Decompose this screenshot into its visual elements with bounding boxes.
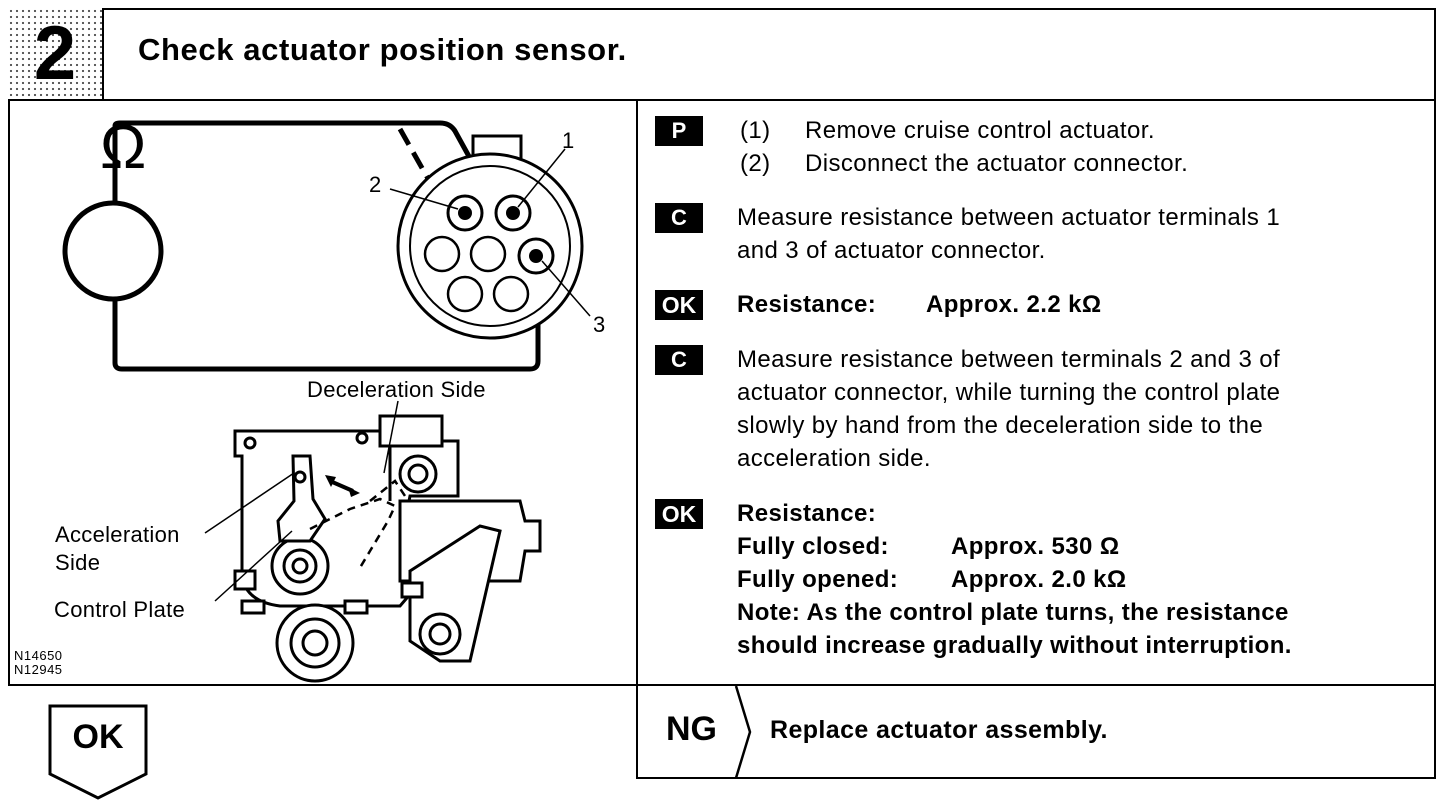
ng-label: NG <box>666 710 717 748</box>
ok-badge-label: OK <box>72 718 124 756</box>
step-index-2: (2) <box>740 150 771 177</box>
ok-2-resistance-label: Resistance: <box>737 500 877 527</box>
control-plate-label: Control Plate <box>54 597 186 622</box>
column-divider <box>636 99 638 779</box>
ok-2-fully-opened-label: Fully opened: <box>737 566 899 593</box>
ng-result-box <box>636 684 1436 779</box>
tag-check-1: C <box>655 203 703 233</box>
check-1-line-1: Measure resistance between actuator term… <box>737 204 1281 231</box>
check-2-line-2: actuator connector, while turning the co… <box>737 379 1281 406</box>
step-title: Check actuator position sensor. <box>138 32 627 67</box>
terminal-1-label: 1 <box>562 128 575 153</box>
test-lead-loop-return <box>112 257 541 372</box>
tag-ok-2: OK <box>655 499 703 529</box>
ok-1-resistance-value: Approx. 2.2 kΩ <box>926 291 1102 318</box>
tag-ok-1: OK <box>655 290 703 320</box>
actuator-diagram <box>62 120 591 683</box>
control-plate-dashed <box>309 497 397 572</box>
check-2-line-4: acceleration side. <box>737 445 931 472</box>
ok-2-fully-closed-value: Approx. 530 Ω <box>951 533 1120 560</box>
ok-2-note-line-2: should increase gradually without interr… <box>737 632 1292 659</box>
ng-action-text: Replace actuator assembly. <box>770 716 1108 744</box>
acceleration-label: Acceleration <box>55 522 180 547</box>
actuator-connector <box>396 134 584 340</box>
check-2-line-3: slowly by hand from the deceleration sid… <box>737 412 1264 439</box>
ohm-symbol: Ω <box>100 113 147 182</box>
step-index-1: (1) <box>740 117 771 144</box>
check-2-line-1: Measure resistance between terminals 2 a… <box>737 346 1281 373</box>
test-lead-loop <box>112 120 501 211</box>
deceleration-side-label: Deceleration Side <box>307 377 486 402</box>
check-1-line-2: and 3 of actuator connector. <box>737 237 1046 264</box>
acceleration-side-label: Side <box>55 550 101 575</box>
actuator-body <box>233 414 542 683</box>
ng-chevron-icon <box>734 686 752 778</box>
tag-preparation: P <box>655 116 703 146</box>
step-text-disconnect-connector: Disconnect the actuator connector. <box>805 150 1189 177</box>
tag-check-2: C <box>655 345 703 375</box>
ok-1-resistance-label: Resistance: <box>737 291 877 318</box>
ok-badge-shape <box>48 704 148 800</box>
ok-2-fully-closed-label: Fully closed: <box>737 533 889 560</box>
ok-2-fully-opened-value: Approx. 2.0 kΩ <box>951 566 1127 593</box>
terminal-2-label: 2 <box>369 172 382 197</box>
terminal-3-label: 3 <box>593 312 606 337</box>
ohmmeter-icon <box>62 200 164 302</box>
step-text-remove-actuator: Remove cruise control actuator. <box>805 117 1155 144</box>
ok-2-note-line-1: Note: As the control plate turns, the re… <box>737 599 1289 626</box>
figure-code-1: N14650 <box>14 648 63 663</box>
step-number-box: 2 <box>8 8 104 101</box>
figure-code-2: N12945 <box>14 662 63 677</box>
step-number: 2 <box>33 11 77 96</box>
